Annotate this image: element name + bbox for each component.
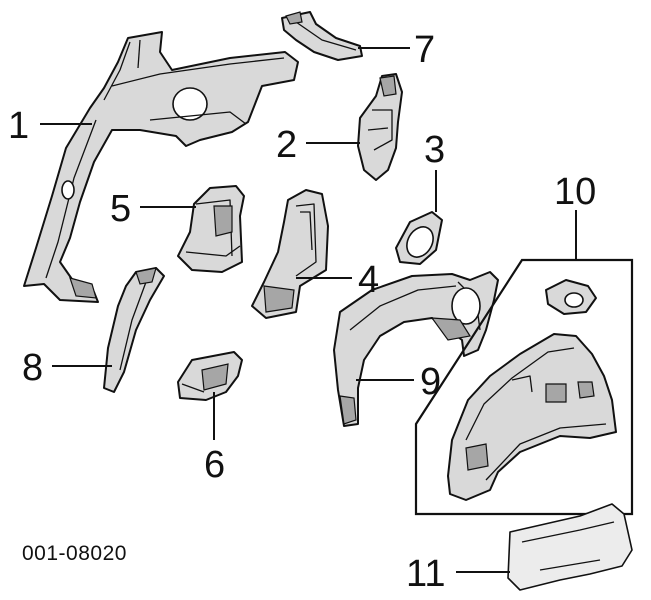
callout-9: 9: [420, 361, 441, 403]
callout-10: 10: [554, 171, 596, 213]
callout-5: 5: [110, 188, 131, 230]
callout-11: 11: [406, 553, 445, 595]
part-11-plate: [507, 503, 633, 591]
part-5-bracket: [177, 185, 245, 273]
callout-4: 4: [358, 259, 379, 301]
part-6-bracket: [177, 351, 243, 401]
part-3-grommet: [395, 211, 443, 265]
callout-2: 2: [276, 124, 297, 166]
part-4-bracket: [251, 189, 329, 319]
part-9-wheelhouse: [333, 271, 499, 427]
quarter-panel-small-hole: [61, 180, 75, 200]
figure-code: 001-08020: [22, 542, 127, 565]
callout-1: 1: [8, 105, 29, 147]
cap-hole: [564, 292, 584, 308]
part-10-cap: [545, 279, 597, 315]
part-1-quarter-panel: [23, 31, 299, 303]
wheelhouse-opening: [451, 287, 481, 325]
quarter-panel-opening: [172, 87, 208, 121]
callout-6: 6: [204, 444, 225, 486]
callout-7: 7: [414, 29, 435, 71]
part-2-bracket: [357, 73, 403, 181]
grommet-hole: [406, 226, 434, 258]
part-7-bracket: [281, 11, 363, 61]
callout-8: 8: [22, 347, 43, 389]
part-8-pillar: [103, 267, 165, 393]
part-10-callout-box: [414, 258, 634, 516]
part-10-wheelhouse-liner: [447, 333, 617, 501]
callout-3: 3: [424, 129, 445, 171]
